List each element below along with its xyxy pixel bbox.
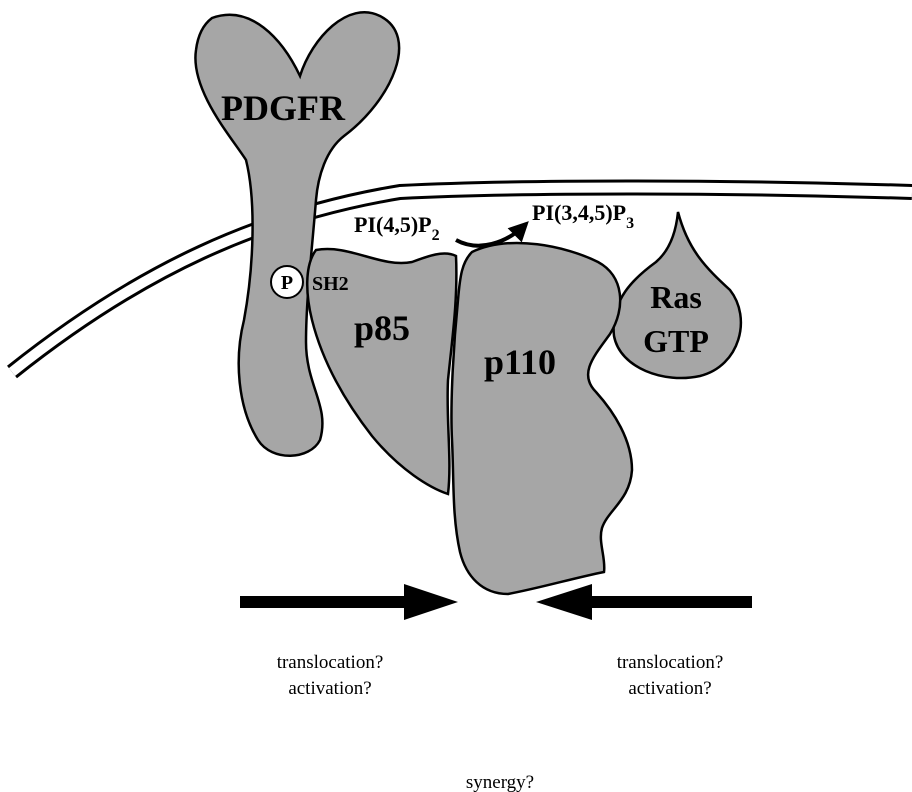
left-caption-line1: translocation? (277, 652, 384, 673)
substrate-label: PI(4,5)P2 (354, 212, 440, 244)
left-translocation-arrow (240, 584, 458, 620)
product-subscript: 3 (626, 215, 634, 232)
left-caption-line2: activation? (288, 678, 371, 699)
synergy-caption: synergy? (466, 772, 534, 792)
p110-subunit-shape (451, 243, 632, 594)
sh2-label: SH2 (312, 273, 349, 295)
right-caption-line1: translocation? (617, 652, 724, 673)
product-label: PI(3,4,5)P3 (532, 200, 634, 232)
ras-label: Ras (650, 279, 702, 315)
gtp-label: GTP (643, 323, 709, 359)
substrate-subscript: 2 (432, 227, 440, 244)
p110-label: p110 (484, 342, 556, 382)
right-caption-line2: activation? (628, 678, 711, 699)
right-translocation-arrow (536, 584, 752, 620)
pdgfr-label: PDGFR (221, 88, 346, 128)
p85-label: p85 (354, 308, 410, 348)
phospho-label: P (281, 272, 293, 294)
